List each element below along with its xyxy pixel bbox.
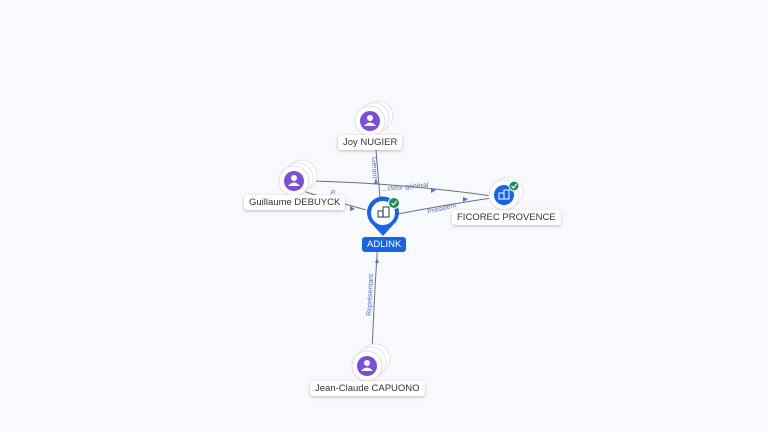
edge-label-jean-claude: Représentant xyxy=(366,274,375,316)
company-icon xyxy=(494,185,514,205)
label-adlink[interactable]: ADLINK xyxy=(362,237,407,252)
company-icon xyxy=(377,206,390,218)
edge-ficorec xyxy=(397,197,493,215)
node-jean-claude[interactable] xyxy=(351,343,391,382)
arrow-ficorec xyxy=(463,197,468,202)
node-ficorec[interactable] xyxy=(488,176,524,211)
label-guillaume[interactable]: Guillaume DEBUYCK xyxy=(244,195,346,210)
node-guillaume[interactable] xyxy=(278,159,318,197)
label-joy[interactable]: Joy NUGIER xyxy=(338,135,403,150)
edge-guillaume-1 xyxy=(309,180,493,197)
verified-badge-icon xyxy=(388,197,400,209)
edge-jean-claude xyxy=(371,239,379,353)
edge-label-guillaume-1: ...cteur général xyxy=(382,182,430,193)
label-ficorec[interactable]: FICOREC PROVENCE xyxy=(452,210,561,225)
arrow-guillaume-2 xyxy=(350,206,355,211)
arrow-jean-claude xyxy=(375,258,379,263)
edge-label-guillaume-2: P... xyxy=(329,189,340,199)
edge-label-joy: Gérant xyxy=(370,157,378,179)
node-joy[interactable] xyxy=(354,100,394,137)
node-adlink[interactable] xyxy=(367,196,400,236)
label-jean-claude[interactable]: Jean-Claude CAPUONO xyxy=(310,381,425,396)
person-icon xyxy=(284,171,304,191)
person-icon xyxy=(360,111,380,131)
arrow-joy xyxy=(374,178,378,184)
edge-arrows xyxy=(350,178,468,263)
person-icon xyxy=(357,356,377,376)
edge-joy xyxy=(375,149,381,199)
arrow-guillaume-1 xyxy=(431,188,436,193)
verified-badge-icon xyxy=(508,180,520,192)
